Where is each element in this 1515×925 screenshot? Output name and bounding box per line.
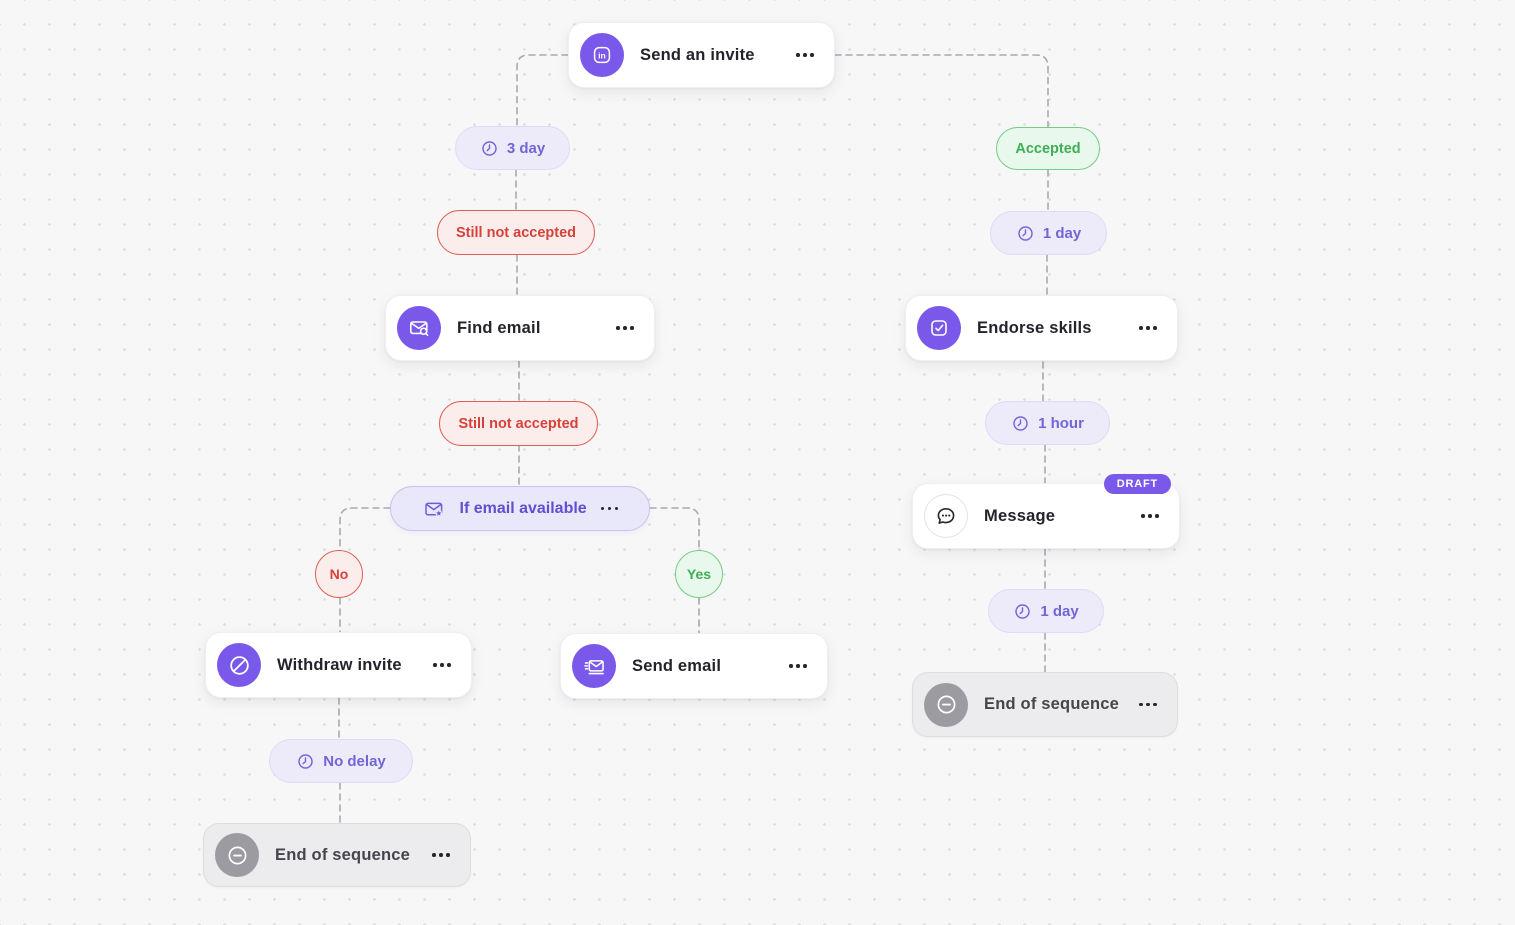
node-end-of-sequence-right[interactable]: End of sequence xyxy=(912,672,1178,737)
linkedin-icon: in xyxy=(580,33,624,77)
checkbox-check-icon xyxy=(917,306,961,350)
delay-pill-3-day[interactable]: 3 day xyxy=(455,126,570,170)
svg-text:in: in xyxy=(598,51,606,61)
status-pill-accepted: Accepted xyxy=(996,127,1100,170)
node-find-email[interactable]: Find email xyxy=(385,295,655,361)
delay-label: 1 hour xyxy=(1038,414,1084,432)
draft-badge: DRAFT xyxy=(1103,474,1171,494)
status-pill-still-not-accepted: Still not accepted xyxy=(439,401,598,446)
branch-no: No xyxy=(315,550,363,598)
delay-label: 1 day xyxy=(1040,602,1079,620)
node-send-email[interactable]: Send email xyxy=(560,633,828,699)
node-label: Message xyxy=(984,506,1056,525)
node-withdraw-invite[interactable]: Withdraw invite xyxy=(205,632,472,698)
mail-search-icon xyxy=(397,306,441,350)
delay-pill-1-day[interactable]: 1 day xyxy=(990,211,1107,255)
clock-icon xyxy=(1018,225,1033,241)
node-label: Find email xyxy=(457,318,541,337)
node-label: Withdraw invite xyxy=(277,655,402,674)
status-label: Accepted xyxy=(1015,140,1081,157)
node-message[interactable]: DRAFT Message xyxy=(912,474,1180,549)
node-label: Send an invite xyxy=(640,45,755,64)
delay-label: No delay xyxy=(323,752,386,770)
delay-label: 1 day xyxy=(1042,224,1082,242)
minus-circle-icon xyxy=(924,682,968,727)
condition-pill-if-email-available[interactable]: If email available xyxy=(390,486,650,531)
node-label: End of sequence xyxy=(275,845,411,864)
more-options-icon[interactable] xyxy=(1141,514,1159,518)
more-options-icon[interactable] xyxy=(1139,326,1157,330)
more-options-icon[interactable] xyxy=(1139,702,1157,707)
status-pill-still-not-accepted: Still not accepted xyxy=(437,210,595,255)
clock-icon xyxy=(298,753,313,769)
node-label: Endorse skills xyxy=(977,318,1092,337)
more-options-icon[interactable] xyxy=(433,663,451,667)
clock-icon xyxy=(1015,603,1031,619)
status-label: Still not accepted xyxy=(458,415,579,432)
delay-pill-1-hour[interactable]: 1 hour xyxy=(985,401,1110,445)
clock-icon xyxy=(482,140,497,156)
mail-send-icon xyxy=(572,644,616,688)
more-options-icon[interactable] xyxy=(796,53,814,57)
more-options-icon[interactable] xyxy=(789,664,807,668)
branch-label: Yes xyxy=(686,566,712,582)
status-label: Still not accepted xyxy=(455,224,577,241)
condition-label: If email available xyxy=(459,499,587,517)
more-options-icon[interactable] xyxy=(616,326,634,330)
more-options-icon[interactable] xyxy=(432,853,450,857)
branch-yes: Yes xyxy=(675,550,723,598)
node-label: End of sequence xyxy=(984,695,1120,713)
delay-label: 3 day xyxy=(506,139,546,157)
mail-star-icon xyxy=(424,502,442,517)
more-options-icon[interactable] xyxy=(600,506,619,511)
node-label: Send email xyxy=(632,656,722,675)
block-icon xyxy=(217,643,261,687)
minus-circle-icon xyxy=(215,833,259,877)
branch-label: No xyxy=(329,566,349,582)
delay-pill-1-day[interactable]: 1 day xyxy=(988,589,1104,633)
node-end-of-sequence-left[interactable]: End of sequence xyxy=(203,823,471,887)
node-send-invite[interactable]: in Send an invite xyxy=(568,22,835,88)
node-endorse-skills[interactable]: Endorse skills xyxy=(905,295,1178,361)
delay-pill-no-delay[interactable]: No delay xyxy=(269,739,413,783)
chat-bubble-icon xyxy=(924,494,968,538)
clock-icon xyxy=(1013,415,1028,431)
